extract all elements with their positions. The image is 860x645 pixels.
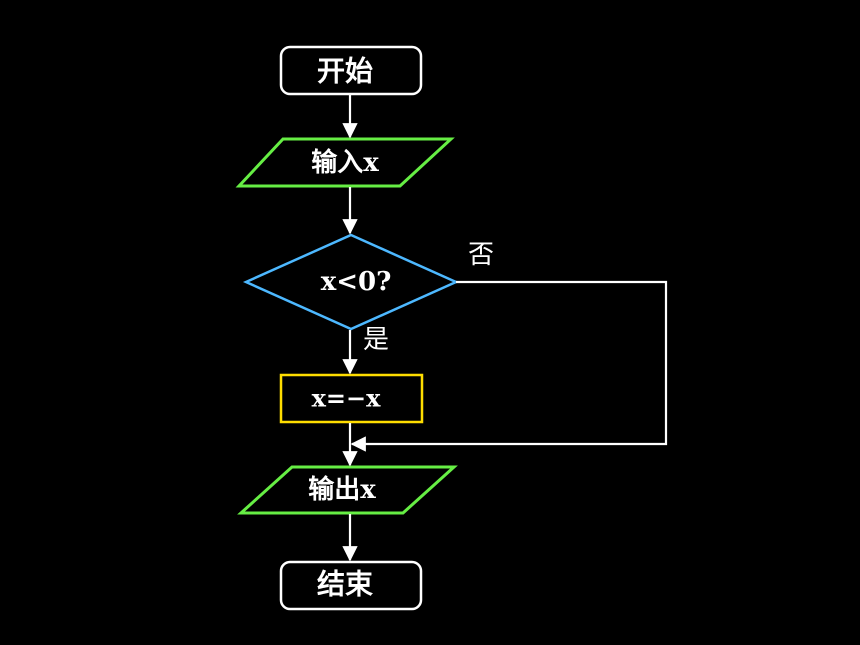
start-node-label: 开始	[317, 55, 373, 88]
assign-node: x=−x	[279, 373, 424, 424]
assign-node-label: x=−x	[312, 384, 382, 413]
edge-label-yes: 是	[363, 325, 389, 355]
decision-node-shape	[242, 233, 460, 331]
input-node: 输入x	[235, 137, 455, 188]
decision-node-label: x<0?	[321, 267, 392, 297]
output-node-shape	[237, 465, 458, 515]
edge-decision-no-branch	[350, 280, 668, 452]
end-node: 结束	[279, 560, 423, 611]
output-node: 输出x	[237, 465, 458, 515]
output-node-label: 输出x	[308, 474, 376, 505]
decision-node: x<0?	[242, 233, 460, 331]
input-node-label: 输入x	[311, 147, 379, 178]
assign-node-shape	[279, 373, 424, 424]
end-node-label: 结束	[317, 568, 373, 601]
end-node-shape	[279, 560, 423, 611]
input-node-shape	[235, 137, 455, 188]
edge-label-no: 否	[468, 240, 494, 270]
start-node-shape	[279, 45, 423, 96]
start-node: 开始	[279, 45, 423, 96]
